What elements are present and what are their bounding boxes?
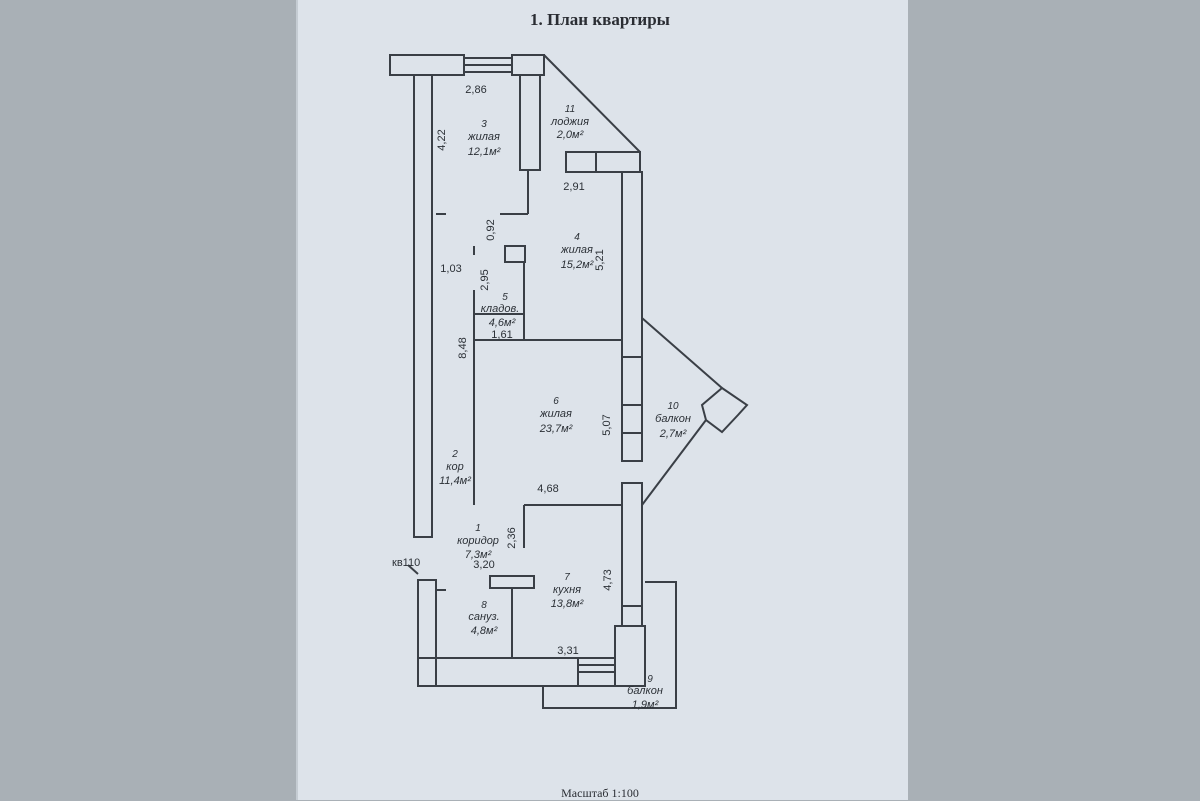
dim-4-22: 4,22: [436, 129, 448, 150]
room-4-area: 15,2м²: [561, 259, 594, 271]
dim-4-68: 4,68: [537, 483, 558, 495]
balcony-window-2: [621, 432, 643, 462]
wall-left-outer: [413, 74, 433, 538]
dim-5-07: 5,07: [601, 414, 613, 435]
room-11-name: лоджия: [550, 116, 589, 128]
room-10-number: 10: [667, 401, 679, 412]
dim-2-95: 2,95: [479, 269, 491, 290]
room-3-number: 3: [481, 119, 487, 130]
dim-2-91: 2,91: [563, 181, 584, 193]
room-4-name: жилая: [560, 244, 593, 256]
room-2-name: кор: [446, 461, 463, 473]
dim-2-86: 2,86: [465, 84, 486, 96]
wall-right-upper: [621, 171, 643, 358]
dim-8-48: 8,48: [457, 337, 469, 358]
dim-2-36: 2,36: [506, 527, 518, 548]
paper-sheet: [298, 0, 908, 800]
room-5-number: 5: [502, 292, 508, 303]
dim-1-61: 1,61: [491, 329, 512, 341]
column-block: [504, 245, 526, 263]
room-10-area: 2,7м²: [659, 428, 687, 440]
dim-5-21: 5,21: [594, 249, 606, 270]
wall-right-top-block: [595, 151, 641, 173]
apartment-label: кв110: [392, 557, 420, 569]
room-11-number: 11: [565, 104, 575, 115]
apartment-label-tick: [407, 564, 419, 575]
wall-top-right: [511, 54, 545, 76]
room-6-name: жилая: [539, 408, 572, 420]
dim-3-31: 3,31: [557, 645, 578, 657]
paper-edge: [296, 0, 298, 800]
kitchen-counter: [489, 575, 535, 589]
page-title: 1. План квартиры: [530, 10, 670, 29]
room-3-name: жилая: [467, 131, 500, 143]
loggia-diagonal: [543, 54, 641, 153]
room-9-area: 1,9м²: [632, 699, 659, 711]
balcony10-bottom-line: [641, 419, 707, 506]
balcony10-top-line: [641, 317, 723, 389]
room-6-area: 23,7м²: [539, 423, 573, 435]
wall-top-left: [389, 54, 465, 76]
balcony9-outline: [542, 581, 677, 709]
room-9-number: 9: [647, 674, 653, 685]
room-8-number: 8: [481, 600, 487, 611]
dim-1-03: 1,03: [440, 263, 461, 275]
wall-right-lower: [621, 482, 643, 607]
room-6-number: 6: [553, 396, 559, 407]
dim-4-73: 4,73: [602, 569, 614, 590]
scale-caption: Масштаб 1:100: [561, 786, 639, 800]
room-2-area: 11,4м²: [439, 475, 471, 487]
room-8-name: сануз.: [468, 611, 499, 623]
dim-3-20: 3,20: [473, 559, 494, 571]
room-10-name: балкон: [655, 413, 691, 425]
room-7-name: кухня: [553, 584, 581, 596]
balcony10-shape: [700, 386, 749, 434]
balcony-door: [621, 404, 643, 434]
room-1-area: 7,3м²: [465, 549, 492, 561]
room-5-name: кладов.: [481, 303, 520, 315]
room-2-number: 2: [451, 449, 458, 460]
wall-left-bottom: [417, 579, 437, 687]
wall-right-bottom-block: [614, 625, 646, 687]
kitchen-window: [621, 605, 643, 627]
room-7-number: 7: [564, 572, 570, 583]
room-9-name: балкон: [627, 685, 663, 697]
room-8-area: 4,8м²: [471, 625, 498, 637]
room-7-area: 13,8м²: [551, 598, 584, 610]
room-11-area: 2,0м²: [556, 129, 584, 141]
dim-0-92: 0,92: [485, 219, 497, 240]
wall-bottom: [417, 657, 579, 687]
loggia-window: [565, 151, 597, 173]
wall-room3-right: [519, 74, 541, 171]
room-5-area: 4,6м²: [489, 317, 516, 329]
room-4-number: 4: [574, 232, 580, 243]
room-1-number: 1: [475, 523, 481, 534]
room-1-name: коридор: [457, 535, 499, 547]
room-3-area: 12,1м²: [468, 146, 501, 158]
balcony-window-1: [621, 356, 643, 406]
